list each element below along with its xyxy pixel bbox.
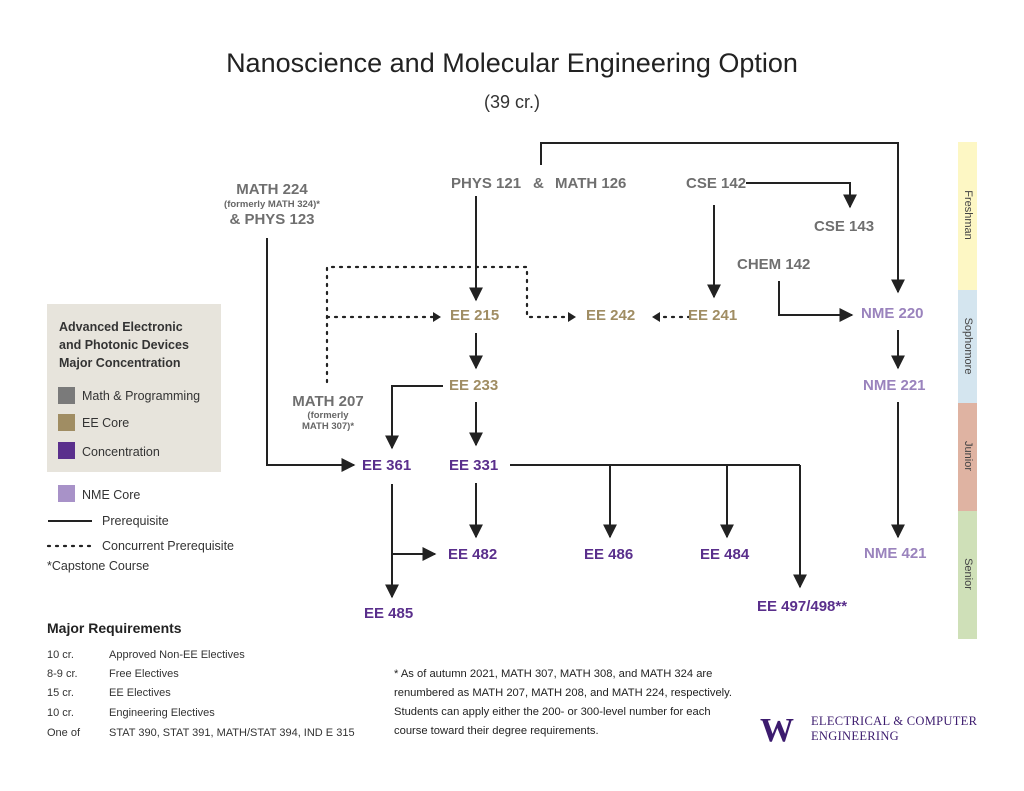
legend-heading-line2: and Photonic Devices — [59, 338, 189, 352]
node-cse142: CSE 142 — [686, 175, 747, 192]
requirement-row: 15 cr. EE Electives — [47, 687, 171, 699]
requirement-row: 10 cr. Approved Non-EE Electives — [47, 649, 245, 661]
arrow-cse142-cse143 — [746, 182, 857, 209]
requirement-label: Engineering Electives — [109, 707, 215, 719]
year-band-senior — [958, 511, 977, 639]
legend-label-nme: NME Core — [82, 488, 141, 502]
year-label-senior: Senior — [962, 558, 974, 590]
node-chem142: CHEM 142 — [737, 256, 811, 273]
node-ee233: EE 233 — [449, 377, 499, 394]
legend-label-prerequisite: Prerequisite — [102, 514, 169, 528]
year-label-sophomore: Sophomore — [962, 317, 974, 375]
node-ee484: EE 484 — [700, 546, 750, 563]
legend-label-concentration: Concentration — [82, 445, 160, 459]
concurrent-arrowhead-ee241 — [652, 312, 660, 322]
legend-swatch-math — [58, 387, 75, 404]
node-math207: MATH 207 — [292, 393, 364, 410]
node-phys123: & PHYS 123 — [229, 211, 315, 228]
node-ee241: EE 241 — [688, 307, 738, 324]
uw-logo-mark: W — [760, 712, 794, 749]
requirement-row: 8-9 cr. Free Electives — [47, 668, 179, 680]
node-ee486: EE 486 — [584, 546, 634, 563]
legend-label-concurrent: Concurrent Prerequisite — [102, 539, 235, 553]
requirement-credits: 10 cr. — [47, 649, 74, 661]
legend-heading-line3: Major Concentration — [59, 356, 181, 370]
concurrent-math207-ee215 — [325, 265, 570, 384]
credits-subtitle: (39 cr.) — [483, 92, 540, 112]
node-ee331: EE 331 — [449, 457, 499, 474]
year-band-sophomore — [958, 290, 977, 403]
legend-swatch-ee-core — [58, 414, 75, 431]
node-nme221: NME 221 — [863, 377, 926, 394]
legend-line-samples — [46, 520, 94, 548]
legend-heading-line1: Advanced Electronic — [59, 320, 183, 334]
year-label-freshman: Freshman — [962, 190, 974, 240]
requirement-credits: One of — [47, 727, 81, 739]
note-math224: (formerly MATH 324)* — [224, 199, 320, 210]
node-ee361: EE 361 — [362, 457, 412, 474]
requirement-label: Free Electives — [109, 668, 179, 680]
arrow-top-nme220 — [540, 142, 905, 294]
legend-label-ee-core: EE Core — [82, 416, 130, 430]
requirement-credits: 10 cr. — [47, 707, 74, 719]
logo-line2: ENGINEERING — [811, 729, 900, 743]
page-title: Nanoscience and Molecular Engineering Op… — [226, 48, 798, 78]
requirement-label: Approved Non-EE Electives — [109, 649, 245, 661]
arrow-ee233-ee361 — [385, 385, 443, 450]
requirement-label: EE Electives — [109, 687, 171, 699]
legend-label-capstone: *Capstone Course — [47, 559, 150, 573]
node-ee482: EE 482 — [448, 546, 498, 563]
legend-box — [47, 304, 221, 472]
year-label-junior: Junior — [962, 441, 974, 471]
arrow-math224-ee361 — [266, 238, 356, 472]
node-ee242: EE 242 — [586, 307, 636, 324]
renumbering-footnote: * As of autumn 2021, MATH 307, MATH 308,… — [394, 668, 733, 737]
node-ee485: EE 485 — [364, 605, 414, 622]
concurrent-arrowhead-ee215 — [433, 312, 441, 322]
concurrent-arrowhead-ee242 — [568, 312, 576, 322]
node-phys121: PHYS 121 — [451, 175, 522, 192]
legend-swatch-nme — [58, 485, 75, 502]
legend-swatch-concentration — [58, 442, 75, 459]
node-math126: MATH 126 — [555, 175, 627, 192]
requirement-label: STAT 390, STAT 391, MATH/STAT 394, IND E… — [109, 727, 355, 739]
requirement-row: One of STAT 390, STAT 391, MATH/STAT 394,… — [47, 727, 355, 739]
arrow-chem142-nme220 — [778, 281, 854, 322]
node-ee215: EE 215 — [450, 307, 500, 324]
year-band-junior — [958, 403, 977, 511]
node-ee497-498: EE 497/498** — [757, 598, 848, 615]
node-math224: MATH 224 — [236, 181, 308, 198]
requirement-credits: 15 cr. — [47, 687, 74, 699]
node-cse143: CSE 143 — [814, 218, 875, 235]
requirements-title: Major Requirements — [47, 620, 182, 636]
logo-line1: ELECTRICAL & COMPUTER — [811, 714, 978, 728]
node-nme421: NME 421 — [864, 545, 927, 562]
legend-heading: Advanced Electronic and Photonic Devices… — [59, 318, 219, 372]
requirement-row: 10 cr. Engineering Electives — [47, 707, 215, 719]
year-band-freshman — [958, 142, 977, 290]
legend-label-math: Math & Programming — [82, 389, 201, 403]
requirement-credits: 8-9 cr. — [47, 668, 78, 680]
node-amp: & — [533, 175, 544, 192]
note-math207-b: MATH 307)* — [301, 421, 355, 432]
department-logo-text: ELECTRICAL & COMPUTER ENGINEERING — [811, 714, 977, 744]
note-math207-a: (formerly — [307, 410, 349, 421]
node-nme220: NME 220 — [861, 305, 924, 322]
